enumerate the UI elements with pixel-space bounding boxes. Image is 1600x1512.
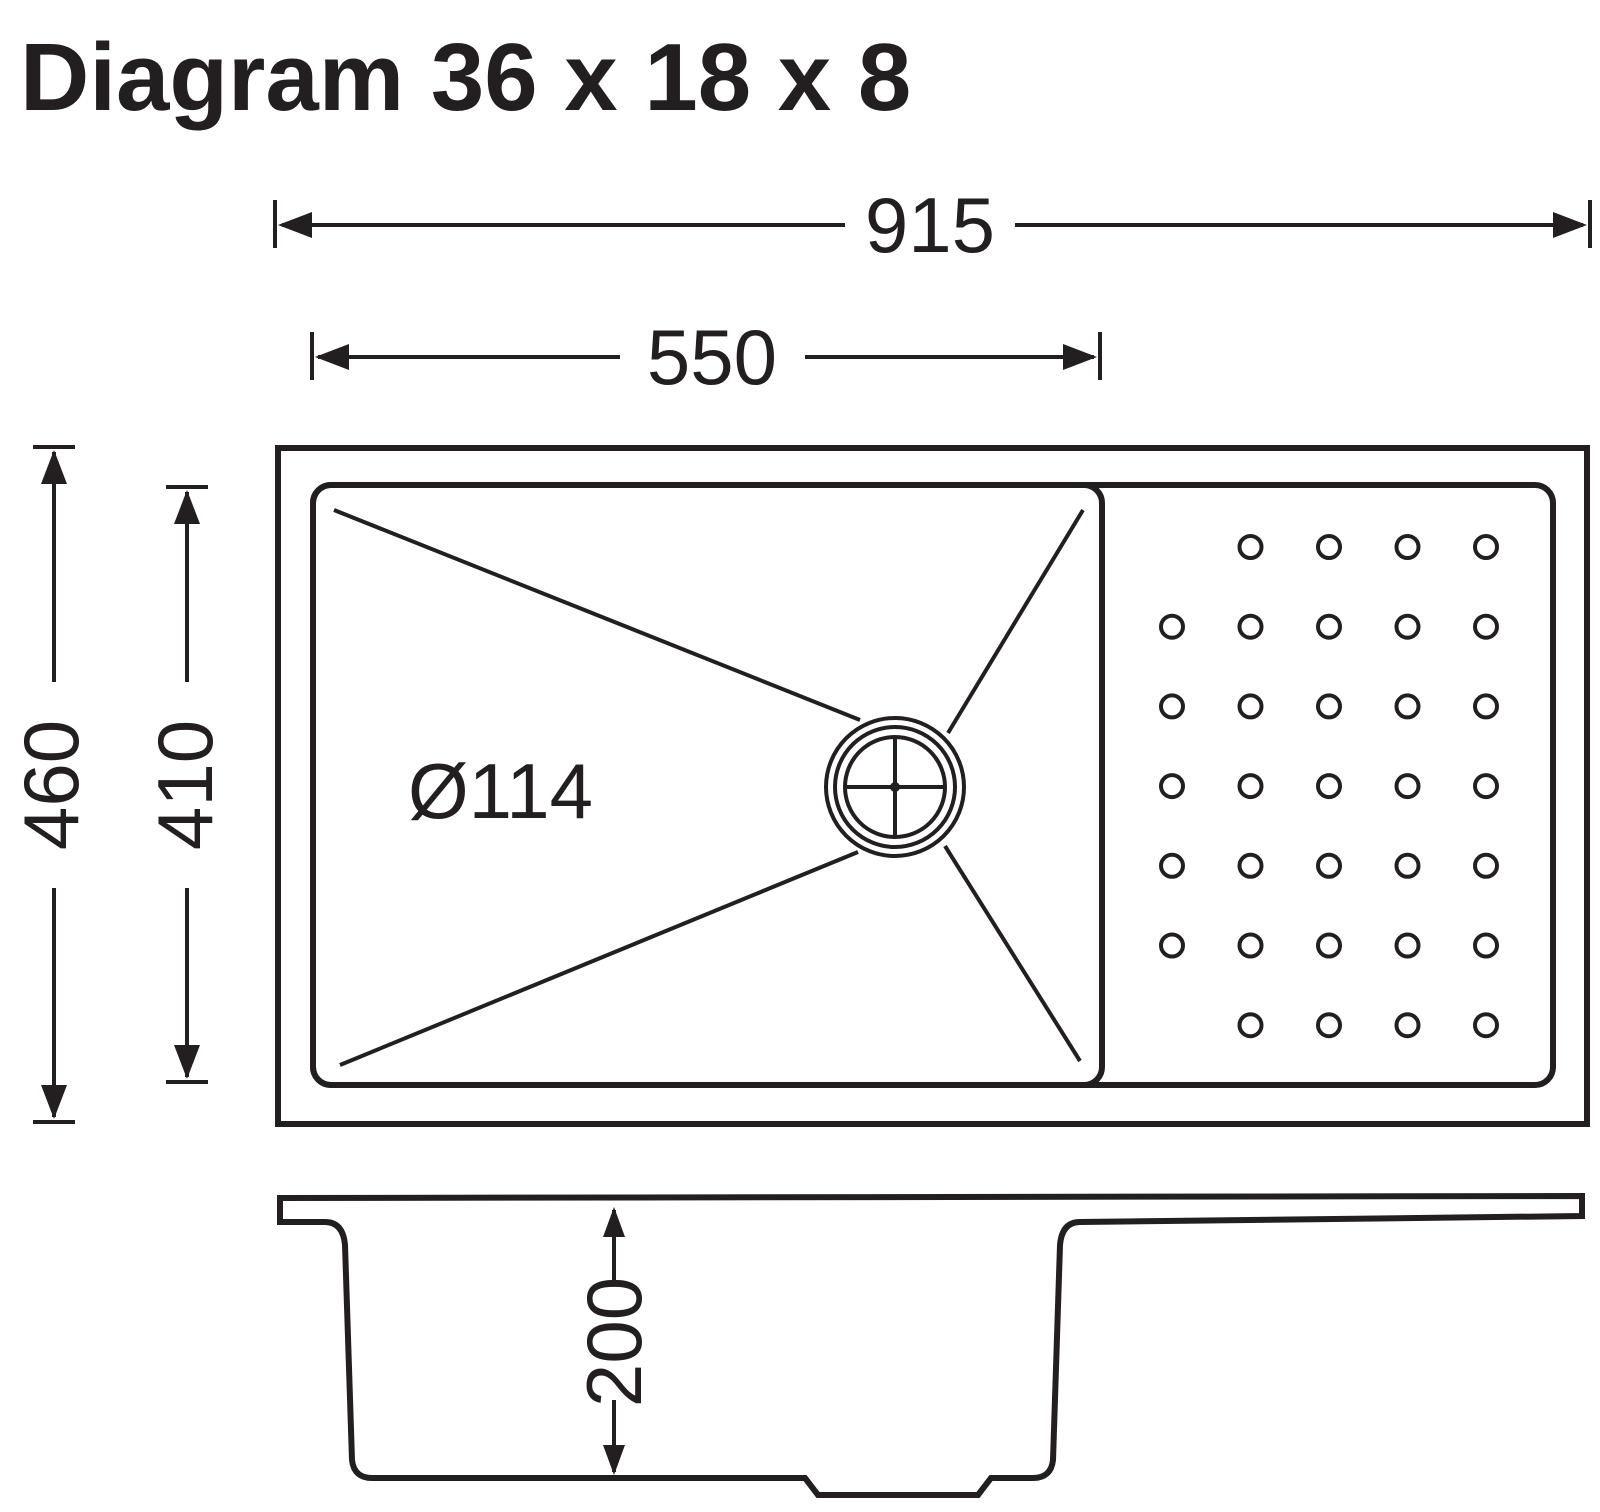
- drainer-hole: [1316, 773, 1342, 800]
- drainer-hole: [1237, 852, 1264, 879]
- drainer-hole: [1237, 613, 1264, 640]
- drainer-hole: [1473, 534, 1499, 560]
- sink-outer-plate: [275, 445, 1590, 1127]
- drainer-hole: [1394, 693, 1421, 720]
- drainer-hole: [1473, 613, 1499, 640]
- drainer-hole: [1159, 773, 1185, 800]
- drainer-hole: [1394, 852, 1421, 879]
- sink-plan-view: Ø114: [275, 445, 1590, 1127]
- drainer-hole: [1316, 852, 1342, 879]
- drainer-hole: [1473, 693, 1499, 720]
- dimension-bowl-height: 200: [570, 1207, 658, 1475]
- dimension-label-200: 200: [570, 1277, 658, 1407]
- drainer-holes: [1159, 534, 1499, 1039]
- sink-bowl: [310, 482, 1105, 1088]
- sink-section-view: [277, 1192, 1585, 1498]
- sink-section-outline: [277, 1192, 1585, 1498]
- drainer-hole: [1159, 932, 1185, 959]
- drainer-hole: [1316, 932, 1342, 959]
- drainer-hole: [1473, 1012, 1499, 1039]
- drainer-hole: [1473, 932, 1499, 959]
- drainer-hole: [1237, 693, 1264, 720]
- drainer-hole: [1237, 773, 1264, 800]
- drainer-hole: [1394, 773, 1421, 800]
- drainer-hole: [1316, 613, 1342, 640]
- dimension-overall-depth: 460: [7, 445, 95, 1124]
- dimension-label-550: 550: [647, 313, 777, 401]
- drainer-hole: [1159, 852, 1185, 879]
- drainer-hole: [1316, 693, 1342, 720]
- drainer-hole: [1237, 534, 1264, 560]
- dimension-overall-width: 915: [273, 181, 1592, 269]
- drainer-hole: [1394, 534, 1421, 560]
- drainer-hole: [1159, 613, 1185, 640]
- diagram-title: Diagram 36 x 18 x 8: [20, 24, 911, 131]
- waste-diameter-label: Ø114: [408, 747, 593, 835]
- waste-outlet-icon: [824, 716, 966, 858]
- drainer-hole: [1473, 773, 1499, 800]
- drainer-hole: [1237, 1012, 1264, 1039]
- dimension-label-915: 915: [865, 181, 995, 269]
- drainer-hole: [1473, 852, 1499, 879]
- drainer-hole: [1394, 932, 1421, 959]
- drainer-hole: [1316, 1012, 1342, 1039]
- drainer-hole: [1159, 693, 1185, 720]
- drainer-hole: [1316, 534, 1342, 560]
- dimension-bowl-depth: 410: [141, 485, 229, 1084]
- drainer-hole: [1394, 1012, 1421, 1039]
- drainer-hole: [1394, 613, 1421, 640]
- dimension-label-460: 460: [7, 720, 95, 850]
- dimension-label-410: 410: [141, 720, 229, 850]
- drainer-hole: [1237, 932, 1264, 959]
- dimension-bowl-width: 550: [310, 313, 1102, 401]
- bowl-fold-lines: [333, 508, 1085, 1067]
